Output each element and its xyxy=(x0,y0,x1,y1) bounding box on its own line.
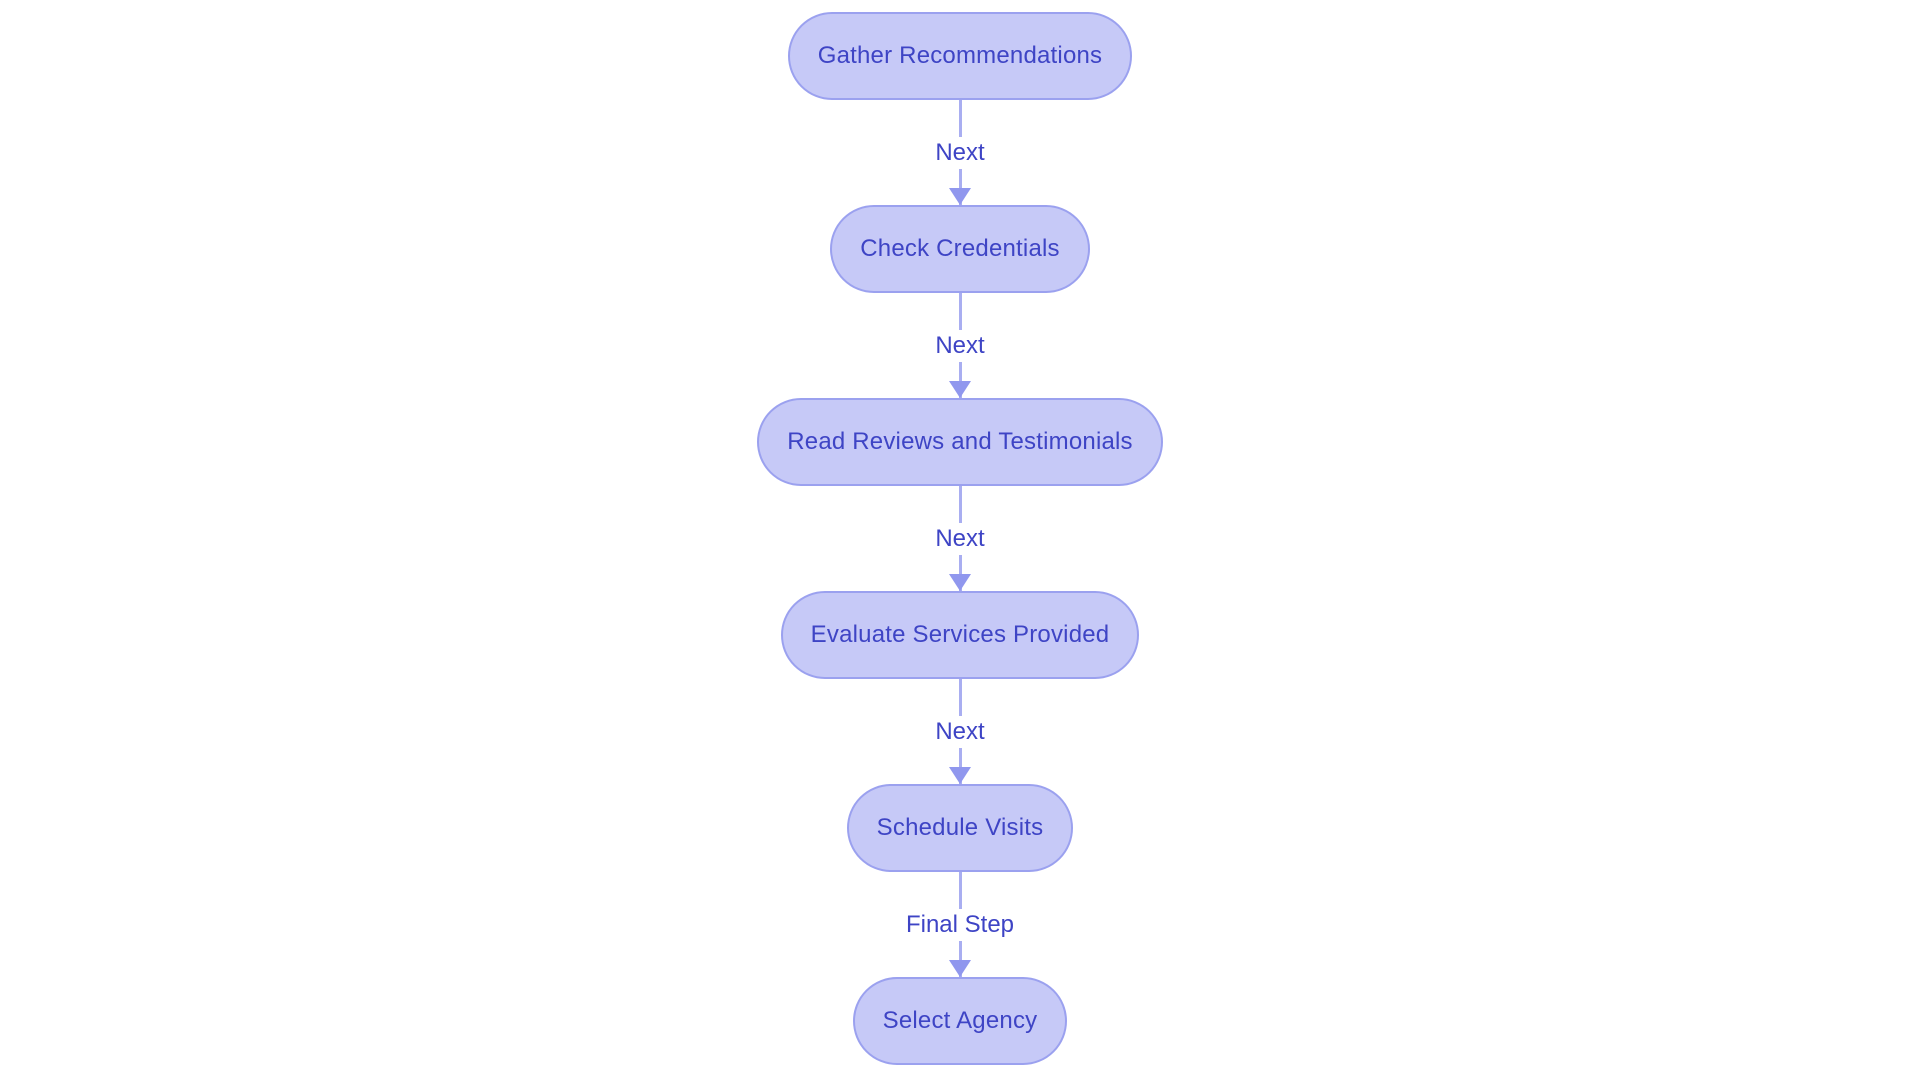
arrowhead-down-icon xyxy=(949,960,971,977)
flow-edge-4: Next xyxy=(830,679,1090,784)
flow-node-check-credentials: Check Credentials xyxy=(830,205,1090,293)
arrowhead-down-icon xyxy=(949,381,971,398)
node-label: Select Agency xyxy=(882,1007,1038,1034)
flow-node-evaluate-services-provided: Evaluate Services Provided xyxy=(780,591,1140,679)
node-label: Read Reviews and Testimonials xyxy=(787,428,1133,455)
flow-edge-5: Final Step xyxy=(830,872,1090,977)
arrowhead-down-icon xyxy=(949,188,971,205)
flowchart: Gather Recommendations Next Check Creden… xyxy=(0,12,1920,1065)
arrowhead-down-icon xyxy=(949,574,971,591)
edge-label: Next xyxy=(927,715,993,748)
flow-node-gather-recommendations: Gather Recommendations xyxy=(787,12,1133,100)
edge-label: Final Step xyxy=(897,908,1023,941)
edge-label: Next xyxy=(927,329,993,362)
arrowhead-down-icon xyxy=(949,767,971,784)
flow-edge-3: Next xyxy=(830,486,1090,591)
flow-node-select-agency: Select Agency xyxy=(852,977,1068,1065)
node-label: Evaluate Services Provided xyxy=(810,621,1110,648)
node-label: Schedule Visits xyxy=(876,814,1044,841)
flow-edge-1: Next xyxy=(830,100,1090,205)
node-label: Check Credentials xyxy=(860,235,1060,262)
flow-edge-2: Next xyxy=(830,293,1090,398)
edge-label: Next xyxy=(927,522,993,555)
flow-node-read-reviews-and-testimonials: Read Reviews and Testimonials xyxy=(757,398,1163,486)
flow-node-schedule-visits: Schedule Visits xyxy=(846,784,1074,872)
edge-label: Next xyxy=(927,136,993,169)
node-label: Gather Recommendations xyxy=(817,42,1103,69)
